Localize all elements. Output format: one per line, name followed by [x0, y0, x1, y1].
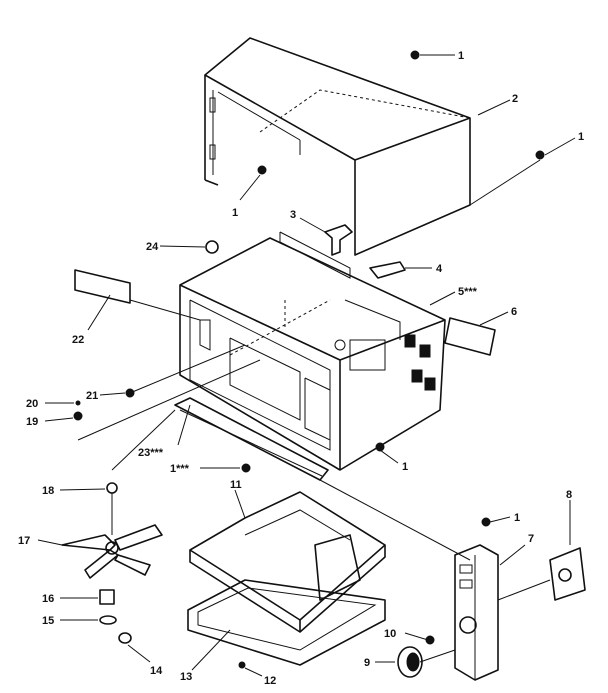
callout-1d: 1***: [170, 463, 190, 475]
callout-7: 7: [528, 533, 534, 545]
base-13: [187, 579, 386, 666]
callout-19: 19: [26, 416, 38, 428]
callout-9: 9: [364, 657, 370, 669]
callout-17: 17: [18, 535, 30, 547]
bracket-4: [369, 261, 406, 279]
callout-24: 24: [146, 241, 159, 253]
plate-22: [74, 269, 131, 304]
callout-16: 16: [42, 593, 54, 605]
callout-22: 22: [72, 334, 84, 346]
callout-13: 13: [180, 671, 192, 683]
stirrer-17: [61, 524, 163, 579]
tray-11: [189, 491, 386, 633]
callout-8: 8: [566, 489, 572, 501]
timer-8: [549, 547, 586, 601]
callout-1b: 1: [578, 131, 584, 143]
callout-21: 21: [86, 390, 98, 402]
door-seal-23: [174, 397, 329, 481]
callout-23: 23***: [138, 447, 164, 459]
leader-arrows: [37, 54, 576, 677]
callout-1a: 1: [458, 50, 464, 62]
knob-9: [397, 646, 423, 678]
callout-3: 3: [290, 209, 296, 221]
callout-15: 15: [42, 615, 54, 627]
plate-6: [444, 317, 496, 356]
chassis: [179, 231, 446, 471]
callout-2: 2: [512, 93, 518, 105]
callout-1f: 1: [514, 512, 520, 524]
callout-20: 20: [26, 398, 38, 410]
callout-1e: 1: [402, 461, 408, 473]
bracket-3: [324, 224, 353, 256]
callout-12: 12: [264, 675, 276, 687]
assembly-lines: [77, 159, 551, 663]
callout-5: 5***: [458, 286, 478, 298]
callout-6: 6: [511, 306, 517, 318]
fasteners: [73, 50, 545, 669]
control-panel-7: [454, 544, 499, 681]
callout-11: 11: [230, 479, 242, 491]
callout-4: 4: [436, 263, 443, 275]
callout-labels: 1 2 1 1 3 24 4 5*** 6 22 21 20 19 23*** …: [18, 50, 584, 687]
outer-cover: [204, 37, 471, 256]
callout-1c: 1: [232, 207, 238, 219]
callout-14: 14: [150, 665, 163, 677]
callout-10: 10: [384, 628, 396, 640]
callout-18: 18: [42, 485, 54, 497]
